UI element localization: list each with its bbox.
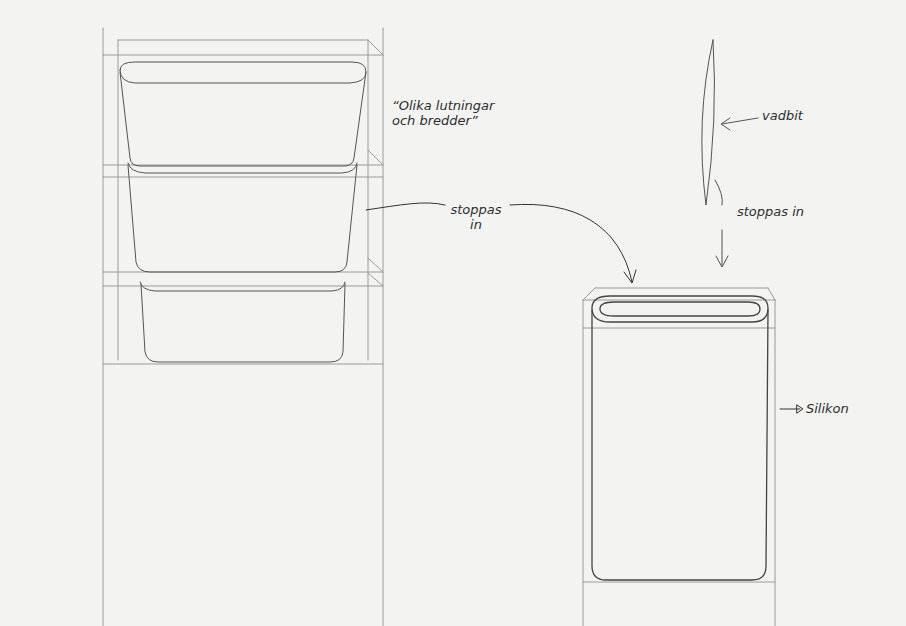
cup-top [120,62,366,166]
material-label: Silikon [806,401,886,416]
wadding-piece [702,40,758,267]
note-text: “Olika lutningar och bredder” [392,98,510,128]
silicone-cup [583,288,803,626]
cup-middle [128,163,357,272]
construction-lines [103,28,383,626]
cup-bottom [140,282,345,362]
part-label: vadbit [762,108,832,123]
instruction-label: stoppas in [737,204,837,219]
instruction-label: stoppas in [443,202,509,232]
leader-arrow [366,203,636,283]
